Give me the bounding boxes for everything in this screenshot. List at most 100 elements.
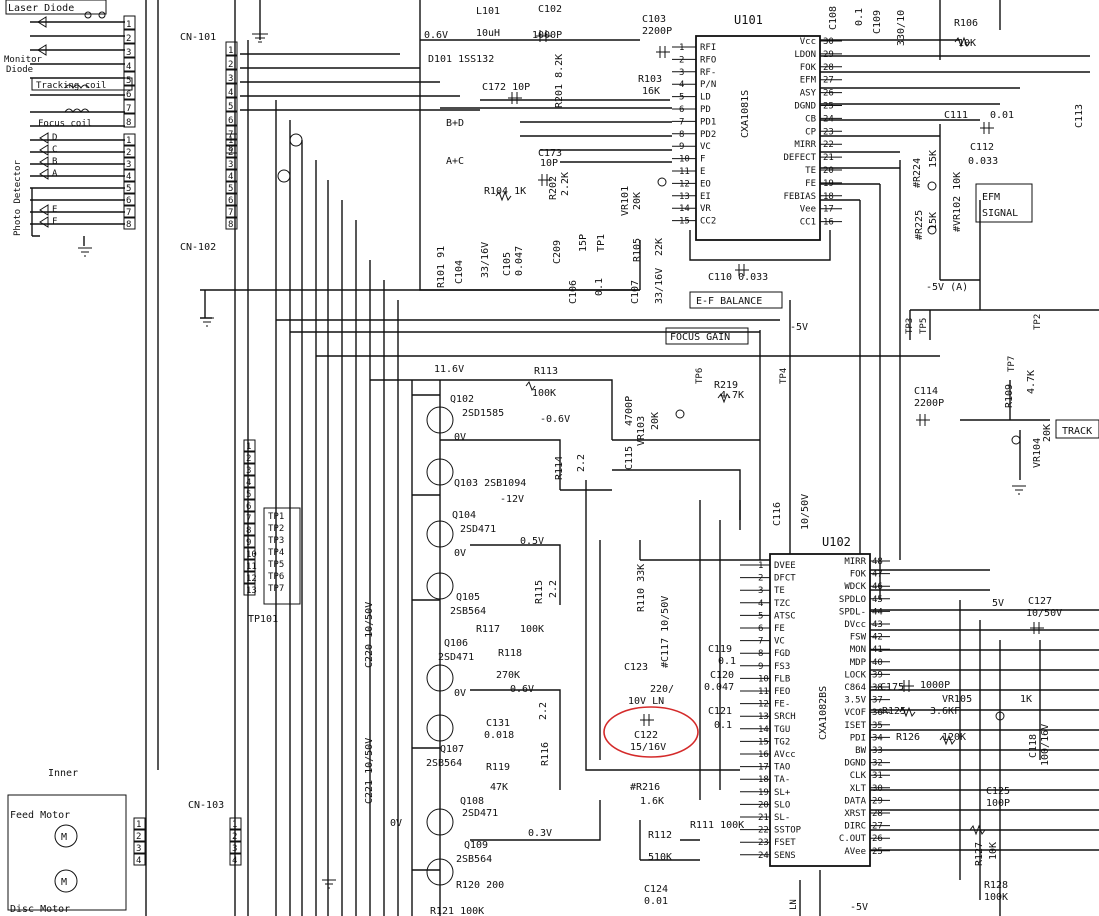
r224-value: 15K	[928, 150, 939, 168]
u102-left-pin-name: SL-	[774, 813, 790, 823]
u101-right-pin-name: FOK	[800, 63, 817, 73]
c121-label: C121	[708, 706, 732, 717]
tp101-pin-box	[243, 559, 256, 572]
u102-right-pin-name: VCOF	[844, 708, 866, 718]
u102-right-pin-name: 3.5V	[844, 696, 866, 706]
q106-transistor-icon	[426, 664, 454, 692]
ln-label: LN	[789, 899, 799, 910]
u102-right-pin-name: FSW	[850, 633, 867, 643]
pd-left-pin-box	[123, 205, 136, 218]
cn103-left-pin-number: 4	[136, 856, 141, 866]
vr103-label: VR103	[636, 416, 647, 446]
r128-value: 100K	[984, 892, 1008, 903]
voltage-11-6v-label: 11.6V	[434, 364, 464, 375]
label-boxes	[665, 183, 1099, 439]
r103-label: R103	[638, 74, 662, 85]
u102-right-pin-number: 42	[872, 633, 883, 643]
u102-left-pin-number: 9	[758, 662, 763, 672]
cn102-right-pin-number: 7	[228, 208, 233, 218]
r216-label: #R216	[630, 782, 660, 793]
photo-detector-label: Photo Detector	[13, 160, 23, 236]
c117-label: #C117 10/50V	[660, 596, 671, 668]
r125-label: R125	[882, 706, 906, 717]
u101-right-pin-name: CB	[805, 114, 816, 124]
c119-label: C119	[708, 644, 732, 655]
u101-left-pin-name: RFO	[700, 55, 716, 65]
u102-left-pin-number: 5	[758, 611, 763, 621]
u101-right-pin-name: CC1	[800, 218, 816, 228]
u102-left-pin-name: TG2	[774, 737, 790, 747]
u101-left-pin-name: LD	[700, 93, 711, 103]
passive-symbols	[277, 30, 1044, 836]
u102-right-pin-number: 43	[872, 620, 883, 630]
u102-left-pin-number: 19	[758, 788, 769, 798]
pd-left-pin-box	[123, 193, 136, 206]
r219-value: 4.7K	[720, 390, 744, 401]
u102-left-pin-number: 11	[758, 687, 769, 697]
c112-value: 0.033	[968, 156, 998, 167]
u101-left-pin-number: 11	[679, 167, 690, 177]
r201-label: R201 8.2K	[554, 54, 565, 108]
c105-label: C105	[502, 252, 513, 276]
c105-value: 0.047	[514, 246, 525, 276]
tp3-label: TP3	[905, 318, 915, 334]
cn102-right-pin-number: 3	[228, 160, 233, 170]
q102-transistor-icon	[426, 406, 454, 434]
c127-value: 10/50V	[1026, 608, 1062, 619]
u101-right-pin-name: TE	[805, 166, 816, 176]
cn101-left-pin-box	[123, 57, 136, 72]
connector-pins: 1234567812345678123456781234567812345678…	[123, 15, 257, 866]
c102-value: 1000P	[532, 30, 562, 41]
tp101-pin-number: 7	[246, 514, 251, 524]
c173-label: C173	[538, 148, 562, 159]
u101-left-pin-name: RF-	[700, 68, 716, 78]
u102-left-pin-number: 16	[758, 750, 769, 760]
minus-5v-a-label: -5V (A)	[926, 282, 968, 293]
pd-left-pin-number: 3	[126, 160, 131, 170]
r117-label: R117	[476, 624, 500, 635]
cn101-right-pin-box	[225, 55, 238, 70]
inner-switch-label: Inner	[48, 768, 78, 779]
monitor-label: Monitor	[4, 55, 43, 65]
cn101-left-pin-number: 3	[126, 48, 131, 58]
pd-left-pin-number: 4	[126, 172, 131, 182]
r116-label: R116	[540, 742, 551, 766]
tp101-pin-number: 2	[246, 454, 251, 464]
u102-left-pin-number: 6	[758, 624, 763, 634]
pickup-section: Laser Diode Monitor Diode Tracking coil …	[4, 0, 159, 916]
r225-label: #R225	[914, 210, 925, 240]
main-wiring	[200, 0, 1099, 916]
c103-label: C103	[642, 14, 666, 25]
u102-left-pin-number: 4	[758, 599, 763, 609]
r128-label: R128	[984, 880, 1008, 891]
cn102-right-pin-number: 1	[228, 136, 233, 146]
cn101-left-pin-box	[123, 99, 136, 114]
u101-part: CXA1081S	[740, 90, 751, 138]
r113-label: R113	[534, 366, 558, 377]
voltage-0v-label-3: 0V	[454, 688, 466, 699]
signal-bd-label: B+D	[446, 118, 464, 129]
u102-left-pin-number: 10	[758, 674, 769, 684]
cn101-right-pin-box	[225, 97, 238, 112]
u102-left-pin-name: FGD	[774, 649, 790, 659]
u102-right-pin-number: 34	[872, 733, 883, 743]
tp101-pin-box	[243, 475, 256, 488]
vr105-label: VR105	[942, 694, 972, 705]
c118-value: 100/16V	[1040, 724, 1051, 766]
r118-value: 270K	[496, 670, 520, 681]
pd-left-pin-box	[123, 145, 136, 158]
u101-left-pin-name: EO	[700, 179, 711, 189]
u102-right-pin-number: 36	[872, 708, 883, 718]
cn103-left-pin-number: 1	[136, 820, 141, 830]
tp101-pin-number: 11	[246, 562, 257, 572]
u102-left-pin-number: 21	[758, 813, 769, 823]
voltage-0-6v-label-2: 0.6V	[510, 684, 534, 695]
q108-label: Q108	[460, 796, 484, 807]
c173-value: 10P	[540, 158, 558, 169]
u101-left-pin-number: 3	[679, 68, 684, 78]
c123-label: C123	[624, 662, 648, 673]
u102-left-pin-name: SRCH	[774, 712, 796, 722]
vr103-value: 20K	[650, 412, 661, 430]
u102-right-pin-name: FOK	[850, 570, 867, 580]
